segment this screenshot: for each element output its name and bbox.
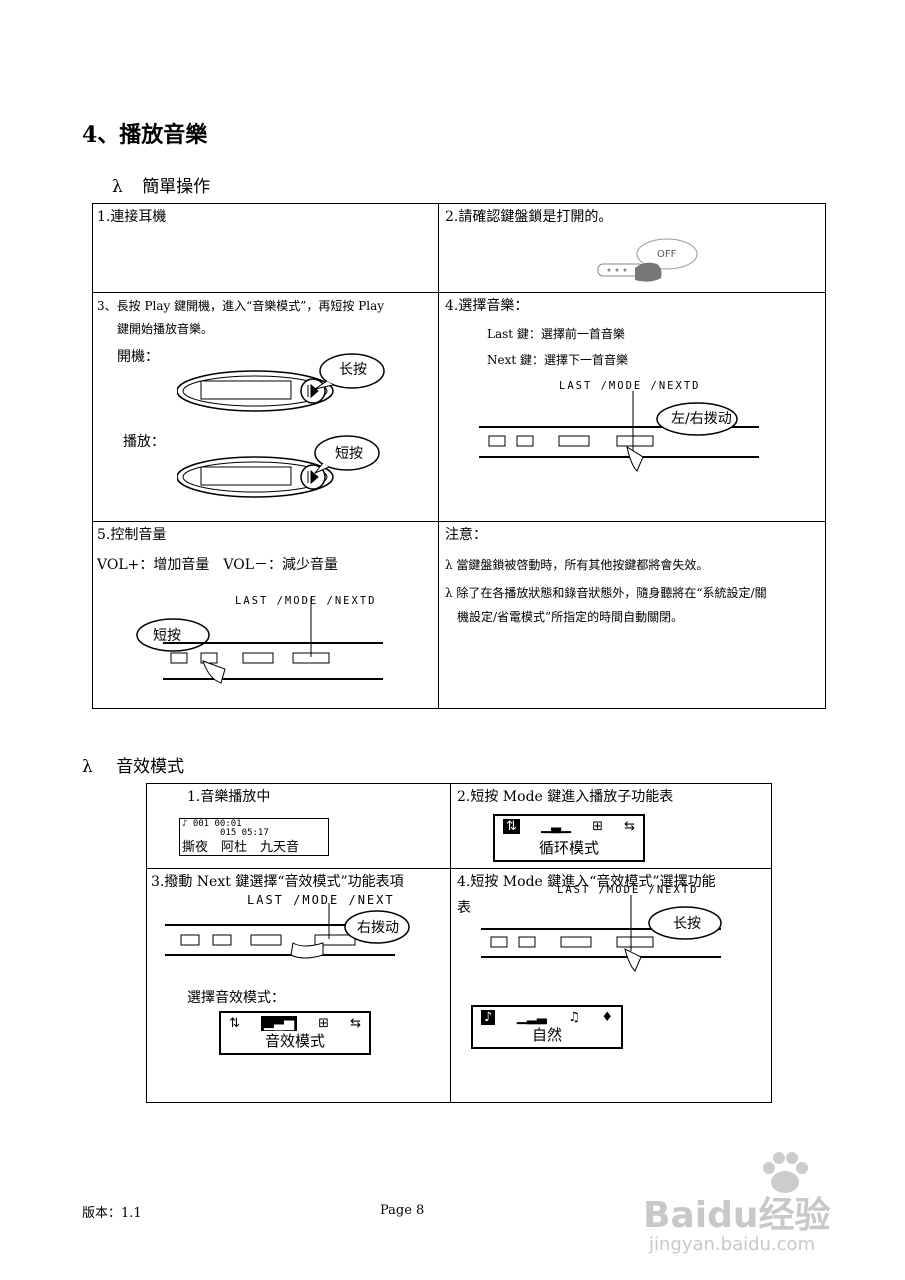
last-mode-next-label: LAST /MODE /NEXT [247, 893, 395, 907]
lcd-icon-row: ⇅ ▁▃▅ ⊞ ⇆ [229, 1016, 361, 1031]
cell-text: 4.短按 Mode 鍵進入“音效模式”選擇功能 [457, 874, 716, 890]
cell-select-sound-mode: 3.撥動 Next 鍵選擇“音效模式”功能表項 LAST /MODE /NEXT… [146, 868, 451, 1103]
cell-text: 3、長按 Play 鍵開機，進入“音樂模式”，再短按 Play [97, 299, 385, 313]
button-bar-icon [165, 903, 410, 959]
cell-connect-earphone: 1.連接耳機 [92, 203, 439, 293]
long-press-bubble: 长按 [339, 362, 367, 378]
cell-select-music: 4.選擇音樂： Last 鍵：選擇前一首音樂 Next 鍵：選擇下一首音樂 LA… [438, 292, 826, 522]
cell-title: 5.控制音量 [97, 527, 167, 543]
lcd-song-title: 撕夜 阿杜 九天音 [182, 840, 300, 855]
cell-music-playing: 1.音樂播放中 ♪ 001 00:01 015 05:17 撕夜 阿杜 九天音 [146, 783, 451, 869]
repeat-icon: ⇅ [503, 819, 520, 834]
lcd-icon-row: ♪ ▁▂▃ ♫ ♦ [481, 1010, 613, 1025]
bell-icon: ♦ [601, 1010, 613, 1025]
cell-text: 2.短按 Mode 鍵進入播放子功能表 [457, 789, 674, 805]
note-title: 注意： [445, 527, 487, 543]
bookmark-icon: ⊞ [318, 1016, 329, 1031]
lcd-status-line: ♪ 001 00:01 [182, 819, 242, 829]
next-key-desc: Next 鍵：選擇下一首音樂 [487, 353, 629, 367]
cell-power-play: 3、長按 Play 鍵開機，進入“音樂模式”，再短按 Play 鍵開始播放音樂。… [92, 292, 439, 522]
lcd-status-line: 015 05:17 [220, 828, 269, 838]
last-mode-next-label: LAST /MODE /NEXTD [559, 380, 701, 392]
power-on-label: 開機： [117, 349, 159, 365]
cell-text: 1.連接耳機 [97, 209, 167, 225]
note-1: λ 當鍵盤鎖被啓動時，所有其他按鍵都將會失效。 [445, 558, 709, 572]
sound-icon: ♫ [568, 1010, 580, 1025]
section-heading-simple-operation: λ 簡單操作 [112, 172, 210, 197]
select-sound-mode-label: 選擇音效模式： [187, 990, 285, 1006]
cell-text: 表 [457, 900, 471, 916]
sound-mode-table: 1.音樂播放中 ♪ 001 00:01 015 05:17 撕夜 阿杜 九天音 … [146, 783, 772, 1103]
lcd-mode-label: 循环模式 [538, 839, 599, 857]
section-heading-sound-mode: λ 音效模式 [82, 752, 184, 777]
cell-text: 3.撥動 Next 鍵選擇“音效模式”功能表項 [151, 874, 404, 890]
left-right-swipe-bubble: 左/右拨动 [671, 411, 732, 427]
equalizer-icon: ▁▃▁ [541, 819, 571, 834]
note-2: λ 除了在各播放狀態和錄音狀態外，隨身聽將在“系統設定/關 [445, 586, 767, 600]
last-mode-next-label: LAST /MODE /NEXTD [235, 595, 377, 607]
player-device-icon [177, 353, 385, 412]
bookmark-icon: ⊞ [592, 819, 603, 834]
cell-notes: 注意： λ 當鍵盤鎖被啓動時，所有其他按鍵都將會失效。 λ 除了在各播放狀態和錄… [438, 521, 826, 709]
lcd-screen-loop-mode: ⇅ ▁▃▁ ⊞ ⇆ 循环模式 [493, 814, 645, 862]
watermark-brand: Baidu经验 [643, 1195, 831, 1236]
lcd-mode-label: 音效模式 [264, 1032, 325, 1050]
bullet: λ [112, 177, 123, 197]
off-label: OFF [657, 249, 677, 260]
paw-logo-icon [763, 1152, 808, 1193]
player-device-icon [177, 435, 380, 498]
section-title: 簡單操作 [142, 177, 211, 197]
equalizer-icon: ▁▂▃ [516, 1010, 547, 1025]
last-mode-next-label: LAST /MODE /NEXTD [557, 884, 699, 896]
cell-enter-sound-mode: 4.短按 Mode 鍵進入“音效模式”選擇功能 表 LAST /MODE /NE… [450, 868, 772, 1103]
lcd-screen-sound-mode: ⇅ ▁▃▅ ⊞ ⇆ 音效模式 [219, 1011, 371, 1055]
short-press-bubble: 短按 [153, 628, 181, 644]
bullet: λ [82, 757, 93, 777]
watermark-url: jingyan.baidu.com [649, 1234, 816, 1255]
lcd-mode-label: 自然 [531, 1026, 562, 1044]
play-label: 播放： [123, 434, 165, 450]
footer-version: 版本：1.1 [82, 1206, 142, 1221]
volume-desc: VOL+：增加音量 VOL－：減少音量 [97, 557, 339, 573]
loop-icon: ⇆ [624, 819, 635, 834]
cell-keylock: 2.請確認鍵盤鎖是打開的。 OFF [438, 203, 826, 293]
button-bar-icon [481, 895, 722, 972]
section-title: 音效模式 [116, 757, 185, 777]
lcd-screen-natural: ♪ ▁▂▃ ♫ ♦ 自然 [471, 1005, 623, 1049]
cell-text: 鍵開始播放音樂。 [117, 322, 214, 336]
loop-icon: ⇆ [350, 1016, 361, 1031]
simple-operation-table: 1.連接耳機 2.請確認鍵盤鎖是打開的。 OFF 3、長按 Play 鍵開機，進… [92, 203, 826, 709]
note-2-cont: 機設定/省電模式”所指定的時間自動關閉。 [457, 610, 684, 624]
short-press-bubble: 短按 [335, 446, 363, 462]
footer-page-number: Page 8 [380, 1203, 425, 1218]
cell-mode-submenu: 2.短按 Mode 鍵進入播放子功能表 ⇅ ▁▃▁ ⊞ ⇆ 循环模式 [450, 783, 772, 869]
cell-text: 1.音樂播放中 [187, 789, 271, 805]
right-swipe-bubble: 右拨动 [357, 920, 399, 936]
cell-title: 4.選擇音樂： [445, 298, 529, 314]
cell-volume: 5.控制音量 VOL+：增加音量 VOL－：減少音量 LAST /MODE /N… [92, 521, 439, 709]
button-bar-icon [136, 597, 383, 684]
keylock-switch-icon [597, 238, 698, 282]
last-key-desc: Last 鍵：選擇前一首音樂 [487, 327, 625, 341]
repeat-icon: ⇅ [229, 1016, 240, 1031]
button-bar-icon [479, 391, 759, 472]
equalizer-icon: ▁▃▅ [261, 1016, 297, 1031]
long-press-bubble: 长按 [673, 916, 701, 932]
lcd-icon-row: ⇅ ▁▃▁ ⊞ ⇆ [503, 819, 635, 834]
cell-text: 2.請確認鍵盤鎖是打開的。 [445, 209, 613, 225]
baidu-watermark: Baidu经验 jingyan.baidu.com [635, 1148, 865, 1268]
lcd-screen-playing: ♪ 001 00:01 015 05:17 撕夜 阿杜 九天音 [179, 818, 329, 856]
page-title: 4、播放音樂 [82, 122, 208, 148]
music-note-icon: ♪ [481, 1010, 496, 1025]
